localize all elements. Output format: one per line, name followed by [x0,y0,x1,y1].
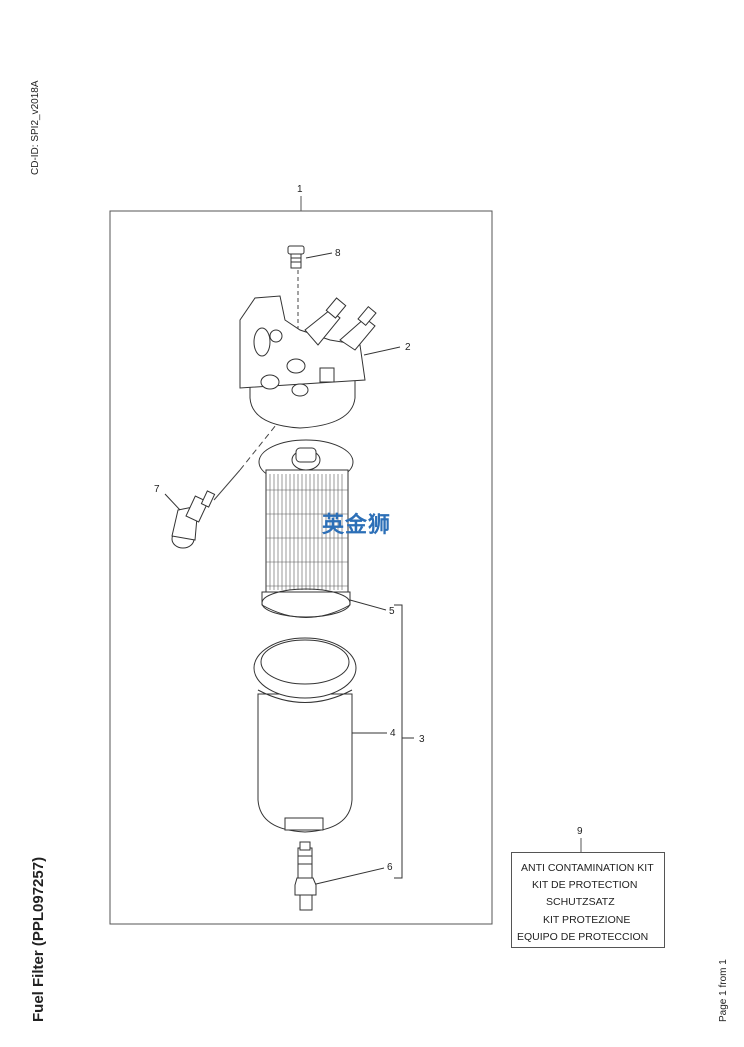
leader-8 [305,252,333,259]
filter-element [258,439,354,618]
filter-head [239,295,377,429]
callout-3: 3 [419,734,425,745]
kit-line-4: KIT PROTEZIONE [543,914,631,926]
bleed-screw [287,245,305,269]
callout-6: 6 [387,862,393,873]
leader-5 [349,599,387,611]
kit-line-1: ANTI CONTAMINATION KIT [521,862,654,874]
leader-7 [164,493,181,511]
kit-line-3: SCHUTZSATZ [546,896,615,908]
kit-box: ANTI CONTAMINATION KIT KIT DE PROTECTION… [511,852,665,948]
kit-line-2: KIT DE PROTECTION [532,879,638,891]
water-sensor [171,490,216,549]
callout-5: 5 [389,606,395,617]
callout-7: 7 [154,484,160,495]
callout-9: 9 [577,826,583,837]
callout-2: 2 [405,342,411,353]
callout-4: 4 [390,728,396,739]
callout-8: 8 [335,248,341,259]
leader-2 [363,346,401,356]
drain-valve [294,841,317,911]
kit-line-5: EQUIPO DE PROTECCION [517,931,649,943]
bracket-3 [394,604,403,879]
leader-6 [315,867,385,885]
callout-1: 1 [297,184,303,195]
watermark-logo: 英金狮 [322,513,392,538]
filter-bowl [253,637,357,833]
